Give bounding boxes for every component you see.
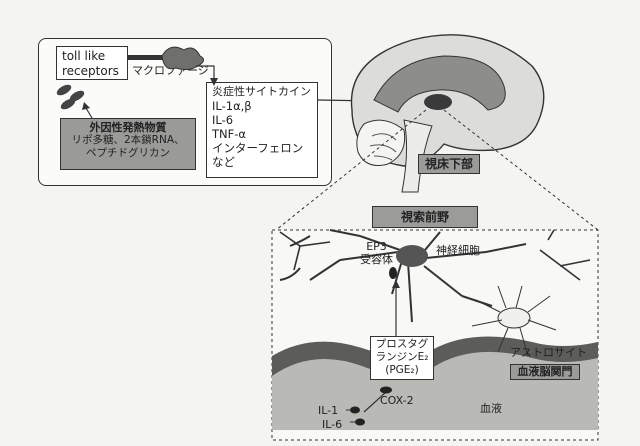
ep3-line2: 受容体 <box>360 253 393 266</box>
toll-line2: receptors <box>62 64 119 78</box>
receptor-bar <box>128 55 172 60</box>
ep3-receptor-icon <box>389 267 397 279</box>
bacteria-icon <box>60 98 76 110</box>
il6-label: IL-6 <box>322 418 343 431</box>
cytokine-item-il1: IL-1α,β <box>212 99 252 113</box>
neuron-label: 神経細胞 <box>436 244 480 257</box>
pyrogen-line1: リポ多糖、2本鎖RNA、 <box>71 134 185 146</box>
pge2-line2: ランジンE₂ <box>375 351 429 363</box>
cox2-label: COX-2 <box>380 394 414 407</box>
pge2-line1: プロスタグ <box>375 338 429 350</box>
preoptic-area-tag: 視索前野 <box>372 206 478 228</box>
pyrogen-title: 外因性発熱物質 <box>89 121 167 134</box>
cytokine-item-etc: など <box>212 155 235 169</box>
exogenous-pyrogen-box: 外因性発熱物質 リポ多糖、2本鎖RNA、 ペプチドグリカン <box>60 118 196 170</box>
bacteria-icon <box>69 90 85 102</box>
hypothalamus-marker <box>424 94 452 110</box>
cytokine-item-ifn: インターフェロン <box>212 141 304 155</box>
cytokine-item-tnf: TNF-α <box>212 127 246 141</box>
cytokine-item-il6: IL-6 <box>212 113 234 127</box>
pge2-line3: (PGE₂) <box>385 364 419 376</box>
cerebellum <box>356 119 406 166</box>
cytokine-title: 炎症性サイトカイン <box>212 85 311 98</box>
pge2-box: プロスタグ ランジンE₂ (PGE₂) <box>370 336 434 380</box>
neuron-body <box>396 245 428 267</box>
hypothalamus-tag: 視床下部 <box>418 154 480 174</box>
il1-label: IL-1 <box>318 404 339 417</box>
bbb-band <box>272 336 598 376</box>
astrocyte-icon <box>471 285 557 357</box>
cox2-marker <box>380 386 392 394</box>
bacteria-icon <box>56 84 72 96</box>
blood-label: 血液 <box>480 402 502 415</box>
ep3-label: EP3 受容体 <box>360 240 393 266</box>
neuron-icon <box>279 229 527 323</box>
toll-like-receptors-box: toll like receptors <box>56 46 128 80</box>
ep3-line1: EP3 <box>366 240 387 253</box>
bbb-tag: 血液脳関門 <box>510 364 580 380</box>
pyrogen-line2: ペプチドグリカン <box>86 147 170 159</box>
il6-marker <box>355 418 365 426</box>
il1-marker <box>350 406 360 414</box>
astrocyte-label: アストロサイト <box>510 346 587 359</box>
brain-illustration <box>350 34 545 193</box>
macrophage-icon <box>161 46 204 71</box>
cytokine-box: 炎症性サイトカイン IL-1α,β IL-6 TNF-α インターフェロン など <box>206 82 318 178</box>
toll-line1: toll like <box>62 49 106 63</box>
